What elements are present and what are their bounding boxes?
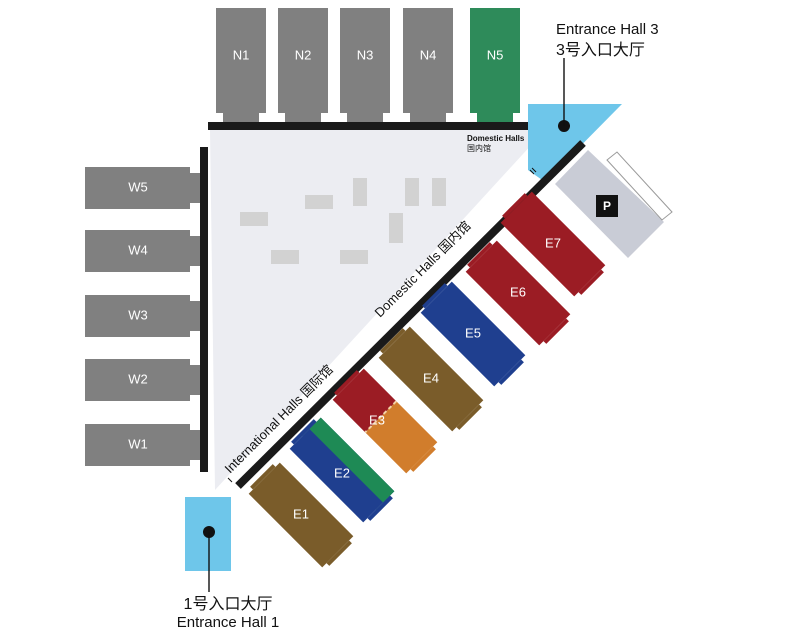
entrance-hall-3[interactable] (528, 104, 622, 182)
hall-n4-label: N4 (420, 47, 437, 62)
hall-n1[interactable]: N1 (216, 8, 266, 123)
entrance-hall-3-en: Entrance Hall 3 (556, 21, 659, 38)
hall-e1-label: E1 (293, 506, 309, 521)
hall-e2[interactable]: E2 (287, 415, 397, 525)
hall-e5[interactable]: E5 (418, 279, 528, 389)
north-wall (208, 122, 538, 130)
hall-n3[interactable]: N3 (340, 8, 390, 123)
entrance-hall-1-en: Entrance Hall 1 (177, 614, 280, 631)
hall-n2[interactable]: N2 (278, 8, 328, 123)
hall-w1-label: W1 (128, 436, 148, 451)
hall-w5-label: W5 (128, 179, 148, 194)
hall-n2-label: N2 (295, 47, 312, 62)
hall-n5[interactable]: N5 (470, 8, 520, 123)
hall-e6[interactable]: E6 (463, 238, 573, 348)
hall-n1-label: N1 (233, 47, 250, 62)
parking-area[interactable]: P (555, 150, 673, 258)
hall-e5-label: E5 (465, 325, 481, 340)
hall-e6-label: E6 (510, 284, 526, 299)
hall-e2-label: E2 (334, 465, 350, 480)
parking-label: P (603, 199, 611, 213)
hall-w2-label: W2 (128, 371, 148, 386)
east-halls: E7 E6 E5 E4 E3 (246, 189, 608, 570)
entrance-hall-1-zh: 1号入口大厅 (184, 595, 273, 613)
entrance-hall-3-zh: 3号入口大厅 (556, 41, 645, 59)
north-halls: N1 N2 N3 N4 N5 (216, 8, 520, 123)
domestic-halls-small-zh: 国内馆 (467, 143, 491, 153)
hall-w3[interactable]: W3 (85, 295, 200, 337)
hall-w4-label: W4 (128, 242, 148, 257)
hall-e7-label: E7 (545, 235, 561, 250)
central-plaza (210, 130, 545, 490)
hall-e3[interactable]: E3 (330, 366, 440, 476)
hall-n3-label: N3 (357, 47, 374, 62)
west-halls: W5 W4 W3 W2 W1 (85, 167, 200, 466)
plaza-blocks (240, 178, 446, 264)
hall-w4[interactable]: W4 (85, 230, 200, 272)
hall-e7[interactable]: E7 (498, 189, 608, 299)
hall-e4[interactable]: E4 (376, 324, 486, 434)
hall-w2[interactable]: W2 (85, 359, 200, 401)
hall-n5-label: N5 (487, 47, 504, 62)
hall-w5[interactable]: W5 (85, 167, 200, 209)
hall-n4[interactable]: N4 (403, 8, 453, 123)
west-wall (200, 147, 208, 472)
hall-e3-label: E3 (369, 412, 385, 427)
hall-w1[interactable]: W1 (85, 424, 200, 466)
domestic-halls-small-en: Domestic Halls (467, 134, 525, 143)
hall-e1[interactable]: E1 (246, 460, 356, 570)
hall-e4-label: E4 (423, 370, 439, 385)
hall-w3-label: W3 (128, 307, 148, 322)
